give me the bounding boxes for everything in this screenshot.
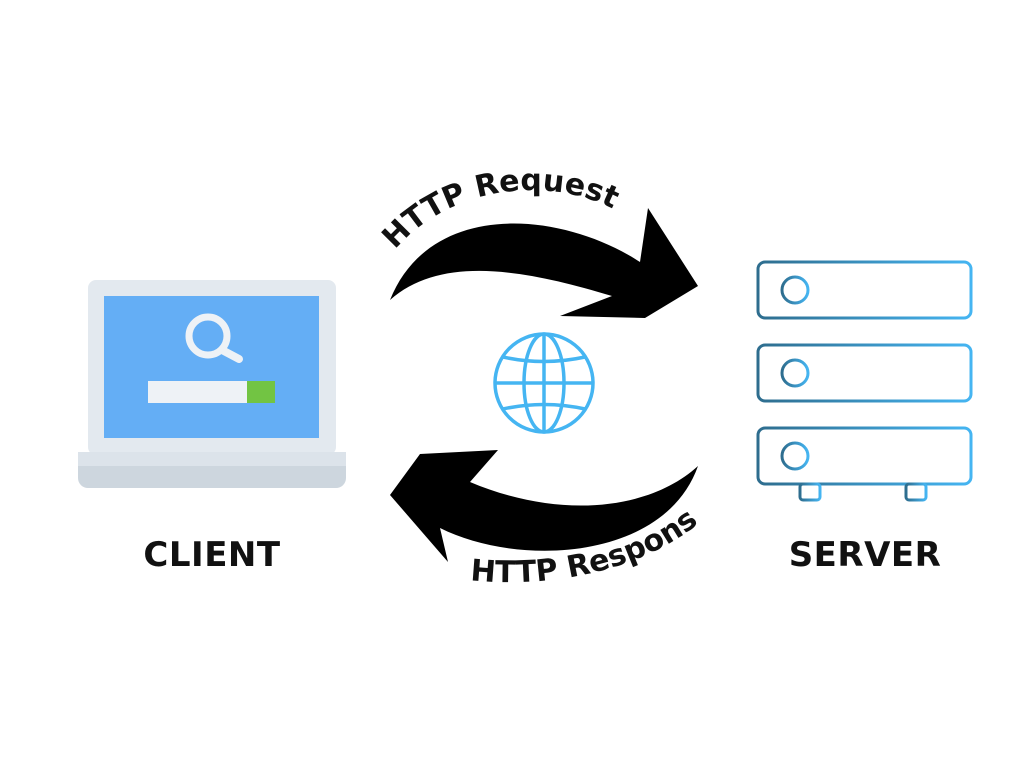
server-label: SERVER [788,535,942,575]
server-unit-1 [756,260,973,320]
server-rack-icon [756,260,973,502]
response-arrow [390,450,698,562]
client-label: CLIENT [143,535,281,575]
magnifier-icon [185,313,231,359]
laptop-search-icon [78,280,346,488]
laptop-base-top [78,452,346,466]
server-unit-2 [756,343,973,403]
server-unit-3 [756,426,973,486]
search-bar [148,381,254,403]
request-arrow [390,208,698,318]
search-button [247,381,275,403]
magnifier-handle [218,346,243,363]
globe-icon [493,332,595,434]
